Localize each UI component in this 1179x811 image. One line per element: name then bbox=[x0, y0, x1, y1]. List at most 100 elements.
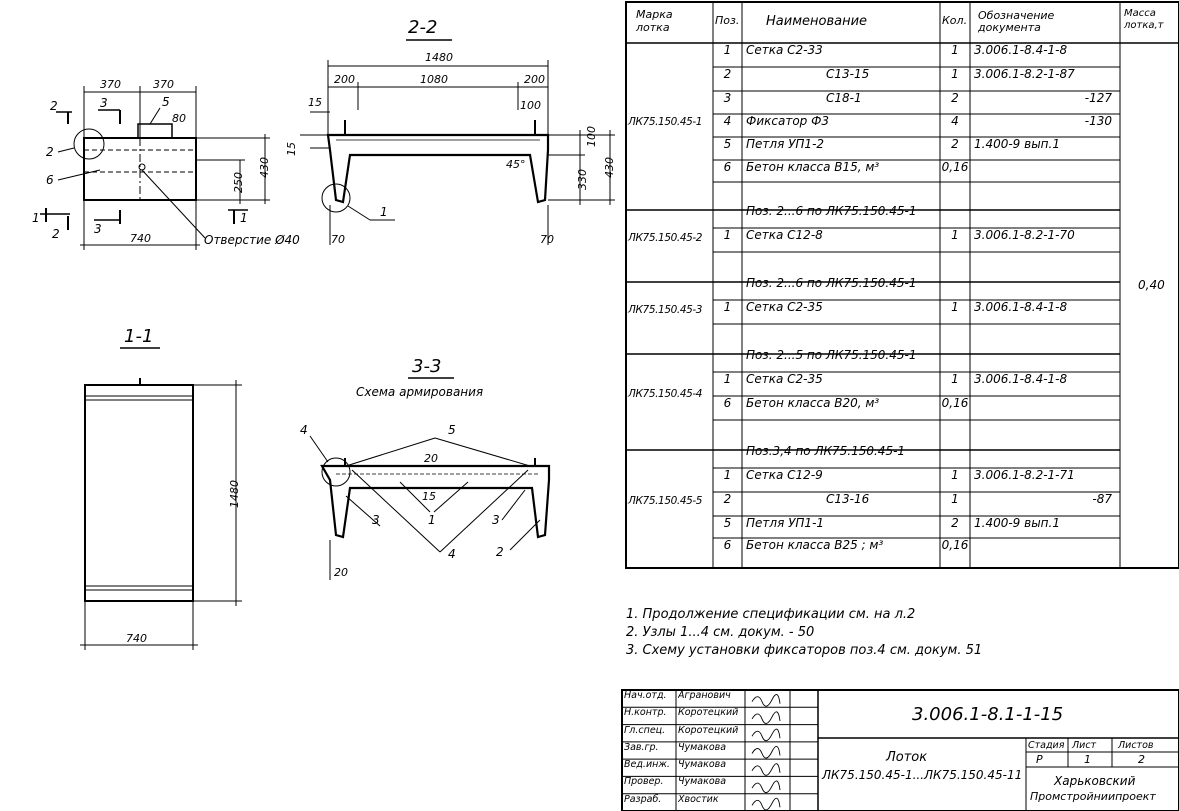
spec-cell-pos bbox=[713, 348, 742, 372]
spec-cell-pos: 5 bbox=[723, 137, 732, 151]
spec-cell-doc bbox=[974, 538, 1120, 562]
dim-80: 80 bbox=[172, 112, 186, 125]
mark-3-top: 3 bbox=[100, 96, 108, 110]
spec-table-grid bbox=[625, 1, 1179, 569]
section-3-3-title: 3-3 bbox=[412, 356, 441, 377]
spec-cell-doc bbox=[974, 324, 1120, 348]
mark-1-right: 1 bbox=[240, 211, 248, 225]
spec-cell-name: Поз. 2...6 по ЛК75.150.45-1 bbox=[746, 204, 917, 218]
dim-370b: 370 bbox=[153, 78, 174, 91]
spec-cell-name: С13-15 bbox=[826, 67, 870, 81]
dim-330: 330 bbox=[576, 169, 589, 190]
spec-group-mark: ЛК75.150.45-1 bbox=[628, 115, 703, 128]
spec-cell-name bbox=[746, 182, 938, 204]
spec-cell-qty: 1 bbox=[951, 492, 959, 506]
spec-cell-pos bbox=[713, 420, 742, 444]
mark-1-left: 1 bbox=[32, 211, 40, 225]
note-3: 3. Схему установки фиксаторов поз.4 см. … bbox=[626, 643, 983, 658]
sheets-label: Листов bbox=[1118, 740, 1154, 751]
dim-1080: 1080 bbox=[420, 73, 448, 86]
title-line-2: ЛК75.150.45-1...ЛК75.150.45-11 bbox=[822, 768, 1023, 782]
spec-cell-pos: 1 bbox=[723, 468, 732, 482]
spec-cell-name: Бетон класса В20, м³ bbox=[746, 396, 880, 410]
spec-cell-qty: 0,16 bbox=[941, 160, 969, 174]
dim-370a: 370 bbox=[100, 78, 121, 91]
spec-cell-qty bbox=[940, 444, 970, 468]
scheme-mark-1: 1 bbox=[428, 513, 436, 527]
header-doc: Обозначение документа bbox=[978, 9, 1055, 34]
dim-15-side: 15 bbox=[285, 142, 298, 156]
spec-group-mark: ЛК75.150.45-3 bbox=[628, 304, 703, 316]
mark-3-bottom: 3 bbox=[94, 222, 102, 236]
title-line-1: Лоток bbox=[886, 750, 928, 765]
spec-row bbox=[626, 324, 1120, 348]
dim-430-left: 430 bbox=[258, 157, 271, 178]
spec-cell-doc bbox=[974, 420, 1120, 444]
spec-cell-qty: 1 bbox=[951, 300, 959, 314]
dim-1480: 1480 bbox=[425, 51, 453, 64]
reinforcement-scheme-label: Схема армирования bbox=[356, 385, 483, 399]
spec-cell-pos: 5 bbox=[723, 516, 732, 530]
mark-2-top: 2 bbox=[50, 99, 58, 113]
spec-cell-doc: 3.006.1-8.4-1-8 bbox=[974, 372, 1068, 386]
spec-cell-name: Фиксатор Ф3 bbox=[746, 114, 830, 128]
spec-cell-pos: 6 bbox=[723, 538, 732, 552]
scheme-mark-20b: 20 bbox=[334, 566, 348, 579]
spec-cell-doc bbox=[974, 182, 1120, 204]
spec-row: Поз. 2...6 по ЛК75.150.45-1 bbox=[626, 276, 1120, 300]
stamp-person: Чумакова bbox=[678, 776, 727, 788]
spec-cell-qty: 2 bbox=[951, 137, 959, 151]
spec-cell-qty: 1 bbox=[951, 228, 959, 242]
spec-cell-name: Сетка С12-9 bbox=[746, 468, 823, 482]
spec-cell-pos: 3 bbox=[723, 91, 732, 105]
stage-value: Р bbox=[1036, 753, 1043, 766]
dim-250: 250 bbox=[232, 172, 245, 193]
section-2-2-title: 2-2 bbox=[408, 17, 437, 38]
stamp-role: Н.контр. bbox=[624, 707, 667, 719]
stamp-person: Коротецкий bbox=[678, 707, 739, 719]
dim-100-top: 100 bbox=[520, 99, 541, 112]
spec-cell-name: Поз. 2...6 по ЛК75.150.45-1 bbox=[746, 276, 917, 290]
spec-cell-name bbox=[746, 252, 938, 276]
spec-cell-name: Петля УП1-1 bbox=[746, 516, 825, 530]
spec-cell-qty bbox=[940, 204, 970, 228]
spec-cell-name: Сетка С2-35 bbox=[746, 372, 823, 386]
dim-100-vert: 100 bbox=[585, 126, 598, 147]
spec-cell-name: С13-16 bbox=[826, 492, 870, 506]
spec-cell-name: Сетка С2-35 bbox=[746, 300, 823, 314]
spec-cell-doc: 3.006.1-8.2-1-87 bbox=[974, 67, 1075, 81]
spec-group-mark: ЛК75.150.45-5 bbox=[628, 495, 703, 507]
scheme-mark-4: 4 bbox=[300, 423, 308, 437]
section-3-3: 3-3 Схема армирования 4 5 20 15 3 1 3 2 … bbox=[300, 356, 551, 580]
spec-cell-qty bbox=[940, 182, 970, 204]
stamp-person: Хвостик bbox=[678, 793, 719, 805]
spec-cell-doc: 3.006.1-8.4-1-8 bbox=[974, 300, 1068, 314]
spec-cell-doc bbox=[974, 252, 1120, 276]
dim-430-right: 430 bbox=[603, 157, 616, 178]
spec-cell-name: Сетка С12-8 bbox=[746, 228, 823, 242]
spec-row: Поз. 2...5 по ЛК75.150.45-1 bbox=[626, 348, 1120, 372]
spec-row bbox=[626, 252, 1120, 276]
scheme-mark-3-right: 3 bbox=[492, 513, 500, 527]
spec-group-mark: ЛК75.150.45-2 bbox=[628, 232, 703, 244]
header-mass: Масса лотка,т bbox=[1124, 8, 1164, 31]
stamp-role: Вед.инж. bbox=[624, 759, 670, 771]
spec-cell-doc: -130 bbox=[1084, 114, 1112, 128]
spec-cell-doc bbox=[974, 160, 1120, 182]
stamp-role: Зав.гр. bbox=[624, 741, 659, 753]
dim-45deg: 45° bbox=[506, 158, 526, 171]
stamp-role: Нач.отд. bbox=[624, 690, 667, 701]
spec-cell-doc bbox=[974, 204, 1120, 228]
dim-1480-vert: 1480 bbox=[228, 480, 241, 508]
spec-cell-name: Поз.3,4 по ЛК75.150.45-1 bbox=[746, 444, 906, 458]
